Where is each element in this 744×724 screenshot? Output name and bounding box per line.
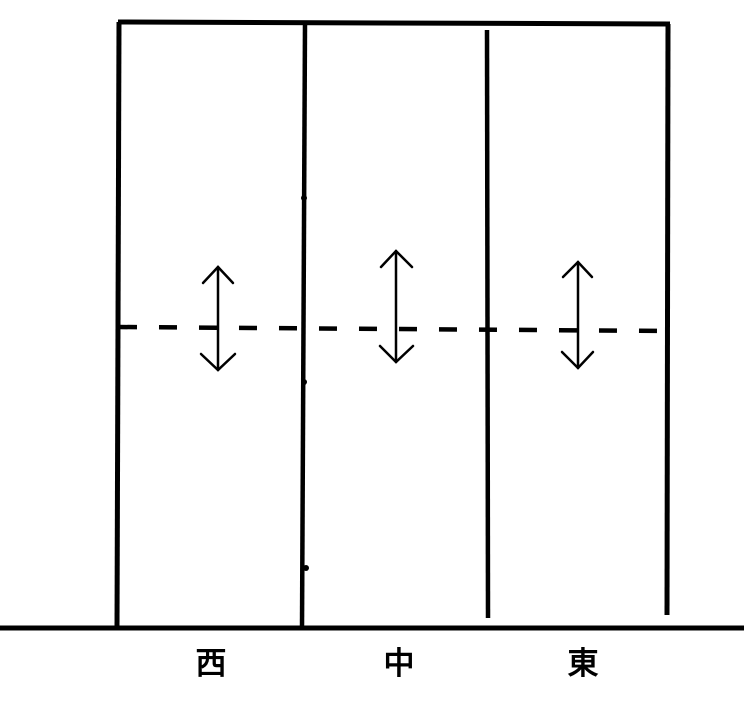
double-arrow-icon-west — [199, 265, 237, 372]
divider-dot — [303, 565, 309, 571]
double-arrow-icon-center — [378, 249, 415, 364]
divider-dot — [301, 195, 307, 201]
bay-label-center: 中 — [383, 646, 415, 682]
bay-label-west: 西 — [195, 646, 227, 682]
dashed-level-line — [118, 324, 669, 334]
divider-dot — [301, 379, 307, 385]
frame-top — [117, 19, 671, 27]
divider-center-east — [484, 29, 491, 619]
bay-label-east: 東 — [567, 646, 599, 682]
divider-west-center — [299, 22, 308, 629]
double-arrow-icon-east — [560, 260, 595, 370]
frame-right — [664, 23, 671, 616]
frame-left — [114, 21, 122, 629]
